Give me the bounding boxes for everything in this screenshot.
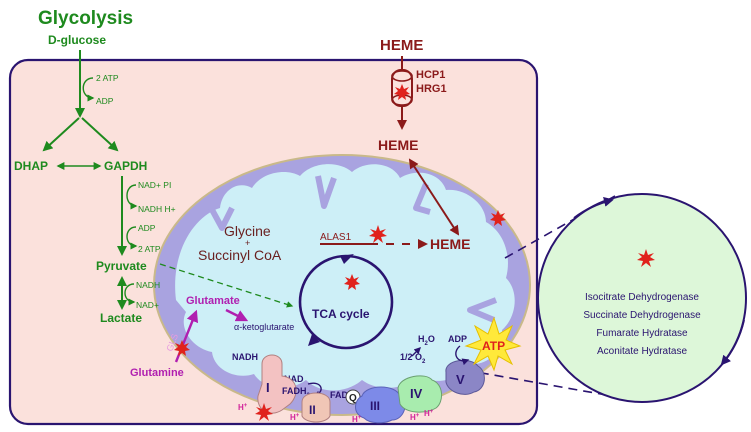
complex-ii: II bbox=[301, 392, 331, 423]
star-icon bbox=[344, 274, 360, 290]
h2o-label: H2O bbox=[418, 334, 435, 347]
enzyme-label: Isocitrate Dehydrogenase bbox=[585, 292, 699, 303]
glutamine-label: Glutamine bbox=[130, 367, 184, 379]
adp-atp-curve bbox=[126, 226, 138, 250]
etc-nad-label: NAD bbox=[284, 374, 304, 384]
tca-cycle-label: TCA cycle bbox=[312, 307, 370, 321]
atp-burst: ATP bbox=[464, 316, 522, 372]
heme-mito-label: HEME bbox=[430, 236, 470, 252]
dhap-label: DHAP bbox=[14, 159, 48, 173]
succinyl-coa-label: Succinyl CoA bbox=[198, 247, 282, 263]
split-right-arrow bbox=[81, 117, 119, 152]
complex-i: I bbox=[257, 354, 297, 414]
proton-label: H+ bbox=[352, 415, 362, 424]
enzyme-label: Fumarate Hydratase bbox=[596, 328, 688, 339]
etc-adp-label: ADP bbox=[448, 334, 467, 344]
hcp1-label: HCP1 bbox=[416, 69, 445, 81]
star-icon bbox=[255, 403, 273, 421]
glycine-label: Glycine bbox=[224, 223, 271, 239]
heme-top-label: HEME bbox=[380, 37, 423, 54]
split-left-arrow bbox=[42, 117, 80, 152]
enzyme-label: Succinate Dehydrogenase bbox=[583, 310, 701, 321]
enzyme-label: Aconitate Hydratase bbox=[597, 346, 687, 357]
nadh-h-label: NADH H+ bbox=[138, 204, 176, 214]
gapdh-label: GAPDH bbox=[104, 159, 147, 173]
tca-arrowhead-top bbox=[340, 254, 354, 264]
star-icon bbox=[369, 225, 387, 243]
glycolysis-title: Glycolysis bbox=[38, 8, 133, 29]
heme-exchange-arrow bbox=[408, 158, 460, 236]
complex-iii-label: III bbox=[370, 399, 380, 413]
proton-label: H+ bbox=[410, 413, 420, 422]
quinone-label: Q bbox=[349, 393, 357, 404]
complex-iv-label: IV bbox=[410, 386, 423, 401]
complex-iii: III bbox=[355, 386, 406, 424]
fad-label: FAD bbox=[330, 390, 349, 400]
nad-curve bbox=[126, 184, 138, 210]
pyruvate-to-tca-dashed bbox=[159, 263, 294, 308]
o2-h2o-arrow bbox=[411, 347, 421, 357]
nadh-curve bbox=[124, 283, 136, 306]
alpha-kg-label: α-ketoglutarate bbox=[234, 322, 294, 332]
hrg1-label: HRG1 bbox=[416, 83, 447, 95]
tca-zoom-arrow-bottom bbox=[720, 319, 745, 366]
nadh-label: NADH bbox=[136, 280, 160, 290]
star-icon bbox=[637, 249, 655, 267]
etc-nadh-label: NADH bbox=[232, 352, 258, 362]
proton-label: H+ bbox=[290, 413, 300, 422]
glutamate-akg-arrow bbox=[225, 308, 249, 322]
complex-i-label: I bbox=[266, 380, 270, 395]
complex-iv: IV bbox=[397, 375, 442, 413]
tca-zoom-circle bbox=[537, 193, 747, 403]
pyruvate-label: Pyruvate bbox=[96, 259, 147, 273]
complex-ii-label: II bbox=[309, 403, 316, 417]
lactate-label: Lactate bbox=[100, 311, 142, 325]
glutamate-label: Glutamate bbox=[186, 295, 240, 307]
o2-label: 1/2 O2 bbox=[400, 352, 426, 365]
atp-consume-curve bbox=[82, 77, 95, 102]
proton-label: H+ bbox=[424, 409, 434, 418]
star-icon bbox=[394, 84, 410, 100]
atp-in-label: 2 ATP bbox=[96, 73, 119, 83]
alas1-label: ALAS1 bbox=[320, 232, 352, 243]
adp-2-label: ADP bbox=[138, 223, 156, 233]
proton-label: H+ bbox=[238, 403, 248, 412]
nad-pi-label: NAD+ PI bbox=[138, 180, 171, 190]
adp-atp-curve-etc bbox=[455, 345, 470, 366]
plus-label: + bbox=[245, 238, 250, 248]
atp-2-label: 2 ATP bbox=[138, 244, 161, 254]
star-icon bbox=[490, 210, 506, 226]
nad-plus-label: NAD+ bbox=[136, 300, 159, 310]
star-icon bbox=[174, 340, 190, 356]
heme-cytosol-label: HEME bbox=[378, 137, 418, 153]
complex-v-label: V bbox=[456, 372, 465, 387]
adp-out-label: ADP bbox=[96, 96, 114, 106]
tca-zoom-arrow-top bbox=[573, 197, 614, 219]
zoom-connector-bottom bbox=[464, 369, 613, 397]
tca-arrowhead-bottom bbox=[308, 334, 320, 346]
d-glucose-label: D-glucose bbox=[48, 33, 106, 47]
atp-label: ATP bbox=[482, 339, 505, 353]
